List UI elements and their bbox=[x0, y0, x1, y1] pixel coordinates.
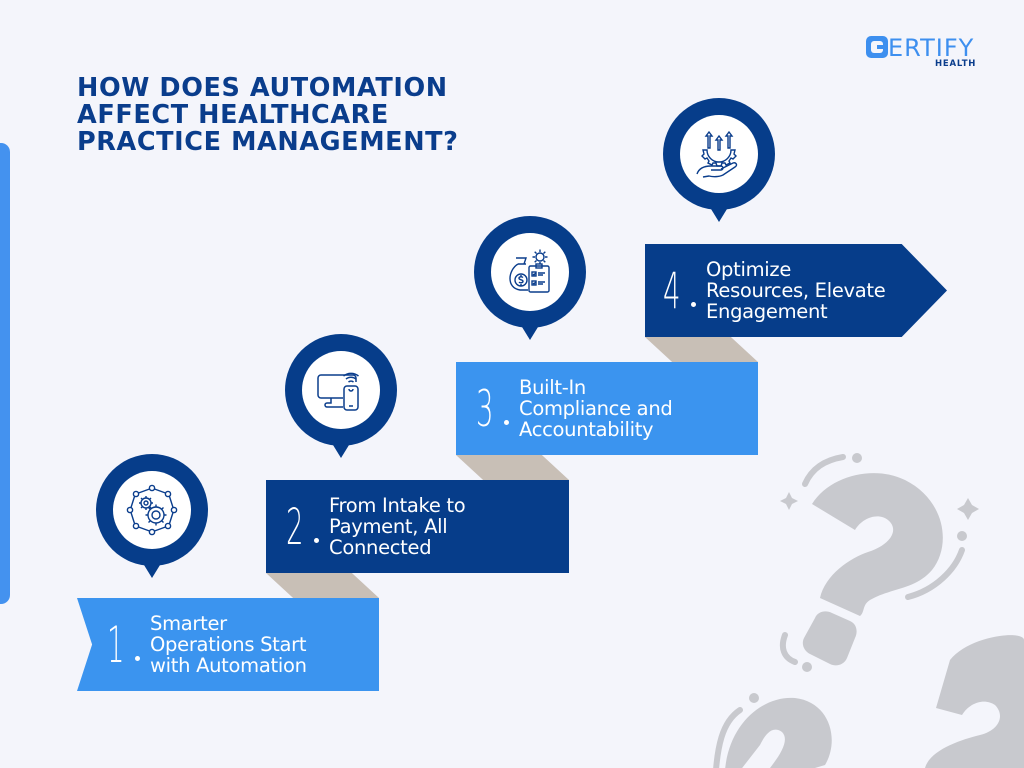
step-2-pin bbox=[285, 334, 397, 464]
step-4-dot bbox=[691, 302, 696, 307]
step-1-box: 1 Smarter Operations Start with Automati… bbox=[77, 598, 379, 691]
step-3-label: Built-In Compliance and Accountability bbox=[519, 376, 673, 441]
question-marks-illustration bbox=[713, 453, 1024, 768]
hand-gear-growth-arrows-icon bbox=[696, 130, 738, 178]
step-4-pin bbox=[663, 98, 775, 228]
title-line-1: HOW DOES AUTOMATION bbox=[77, 73, 448, 103]
step-4-box: 4 Optimize Resources, Elevate Engagement bbox=[645, 244, 947, 337]
title-line-2: AFFECT HEALTHCARE bbox=[77, 100, 389, 130]
step-3-dot bbox=[504, 420, 509, 425]
logo-subtitle: HEALTH bbox=[935, 59, 977, 69]
gears-network-icon bbox=[126, 484, 178, 536]
step-2-shadow bbox=[266, 573, 379, 598]
certify-health-logo: ERTIFY HEALTH bbox=[866, 34, 984, 70]
step-4-number: 4 bbox=[663, 261, 681, 320]
step-1-dot bbox=[135, 656, 140, 661]
step-1-number: 1 bbox=[107, 615, 125, 674]
step-3-box: 3 Built-In Compliance and Accountability bbox=[456, 362, 758, 455]
step-1-pin bbox=[96, 454, 208, 584]
logo-wordmark: ERTIFY bbox=[888, 34, 975, 62]
step-2-number: 2 bbox=[286, 497, 304, 556]
step-2-label: From Intake to Payment, All Connected bbox=[329, 494, 466, 559]
step-2-dot bbox=[314, 538, 319, 543]
left-accent-bar bbox=[0, 143, 10, 604]
step-4-shadow bbox=[645, 337, 758, 362]
logo-c-mark-icon bbox=[866, 36, 888, 58]
step-4-label: Optimize Resources, Elevate Engagement bbox=[706, 258, 886, 323]
title-line-3: PRACTICE MANAGEMENT? bbox=[77, 127, 459, 157]
step-2-box: 2 From Intake to Payment, All Connected bbox=[266, 480, 569, 573]
step-3-pin bbox=[474, 216, 586, 346]
money-bag-checklist-gear-icon bbox=[509, 249, 550, 293]
page-title: HOW DOES AUTOMATION AFFECT HEALTHCARE PR… bbox=[77, 75, 459, 156]
monitor-mobile-wireless-icon bbox=[317, 372, 359, 411]
step-1-label: Smarter Operations Start with Automation bbox=[150, 612, 307, 677]
step-3-shadow bbox=[456, 455, 569, 480]
step-3-number: 3 bbox=[476, 379, 494, 438]
